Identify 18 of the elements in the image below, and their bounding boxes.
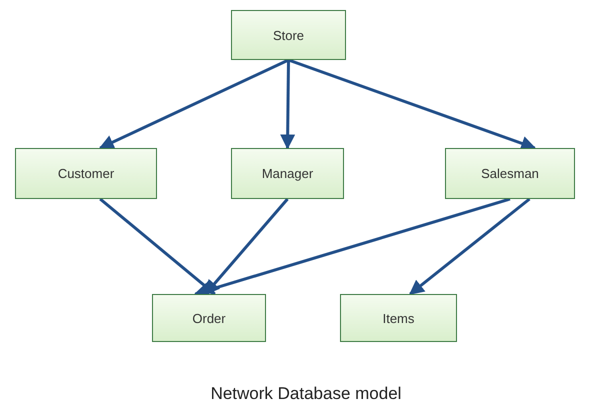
entity-box <box>152 294 266 342</box>
arrow <box>98 58 290 150</box>
entity-name: Items <box>382 310 414 326</box>
entity-name: Order <box>192 310 226 326</box>
arrow <box>280 60 296 150</box>
entity-name: Salesman <box>481 166 539 181</box>
entity-box <box>15 148 157 199</box>
entity-name: Manager <box>262 166 314 181</box>
entity-box <box>340 294 457 342</box>
entity-box <box>231 148 344 199</box>
arrow <box>99 198 216 296</box>
arrow <box>409 198 530 296</box>
caption: Network Database model <box>210 384 402 403</box>
entity-name: Customer <box>58 166 114 181</box>
entity-box <box>445 148 575 199</box>
arrow <box>288 58 536 151</box>
entity-box <box>231 10 346 60</box>
entity-name: Store <box>272 28 304 42</box>
